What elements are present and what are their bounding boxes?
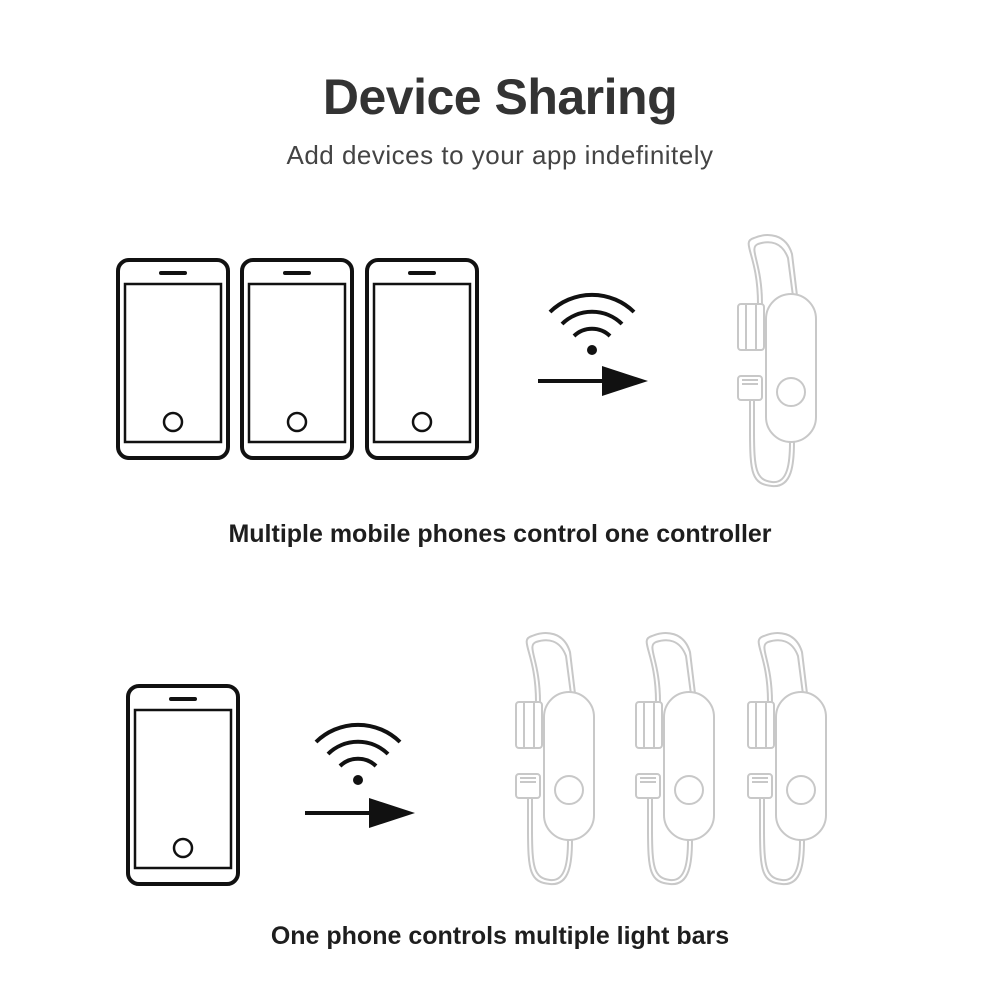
controller-icon-1 [737, 234, 817, 488]
phone-icon-4 [126, 684, 240, 886]
section-two-caption: One phone controls multiple light bars [270, 922, 730, 950]
wifi-icon-1 [548, 292, 636, 357]
arrow-icon-2 [303, 796, 417, 830]
page-title: Device Sharing [322, 69, 678, 125]
phone-icon-3 [365, 258, 479, 460]
phone-icon-1 [116, 258, 230, 460]
section-one-caption: Multiple mobile phones control one contr… [228, 520, 772, 548]
controller-icon-4 [747, 632, 827, 886]
controller-icon-3 [635, 632, 715, 886]
wifi-icon-2 [314, 722, 402, 787]
page-subtitle: Add devices to your app indefinitely [286, 140, 714, 170]
phone-icon-2 [240, 258, 354, 460]
arrow-icon-1 [536, 364, 650, 398]
controller-icon-2 [515, 632, 595, 886]
